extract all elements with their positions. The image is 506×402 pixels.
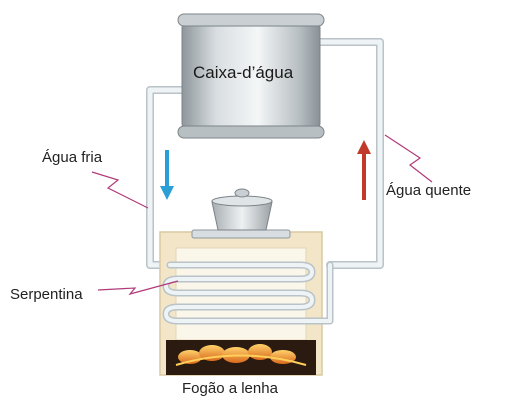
serpentine-label: Serpentina — [10, 286, 83, 303]
tank-label: Caixa-d’água — [193, 63, 294, 82]
pot — [211, 188, 273, 231]
leader-coil — [97, 280, 179, 296]
leader-hot — [384, 134, 433, 183]
leader-cold — [91, 171, 149, 209]
water-tank — [177, 13, 325, 139]
cold-water-label: Água fria — [42, 149, 103, 166]
fire — [175, 344, 307, 366]
stovetop — [191, 229, 291, 239]
hot-water-arrow — [357, 140, 371, 200]
serpentine-coil — [162, 261, 334, 325]
leader-lines — [91, 134, 433, 296]
hot-water-label: Água quente — [386, 182, 472, 199]
stove-label: Fogão a lenha — [182, 380, 278, 397]
cold-water-arrow — [160, 150, 174, 200]
